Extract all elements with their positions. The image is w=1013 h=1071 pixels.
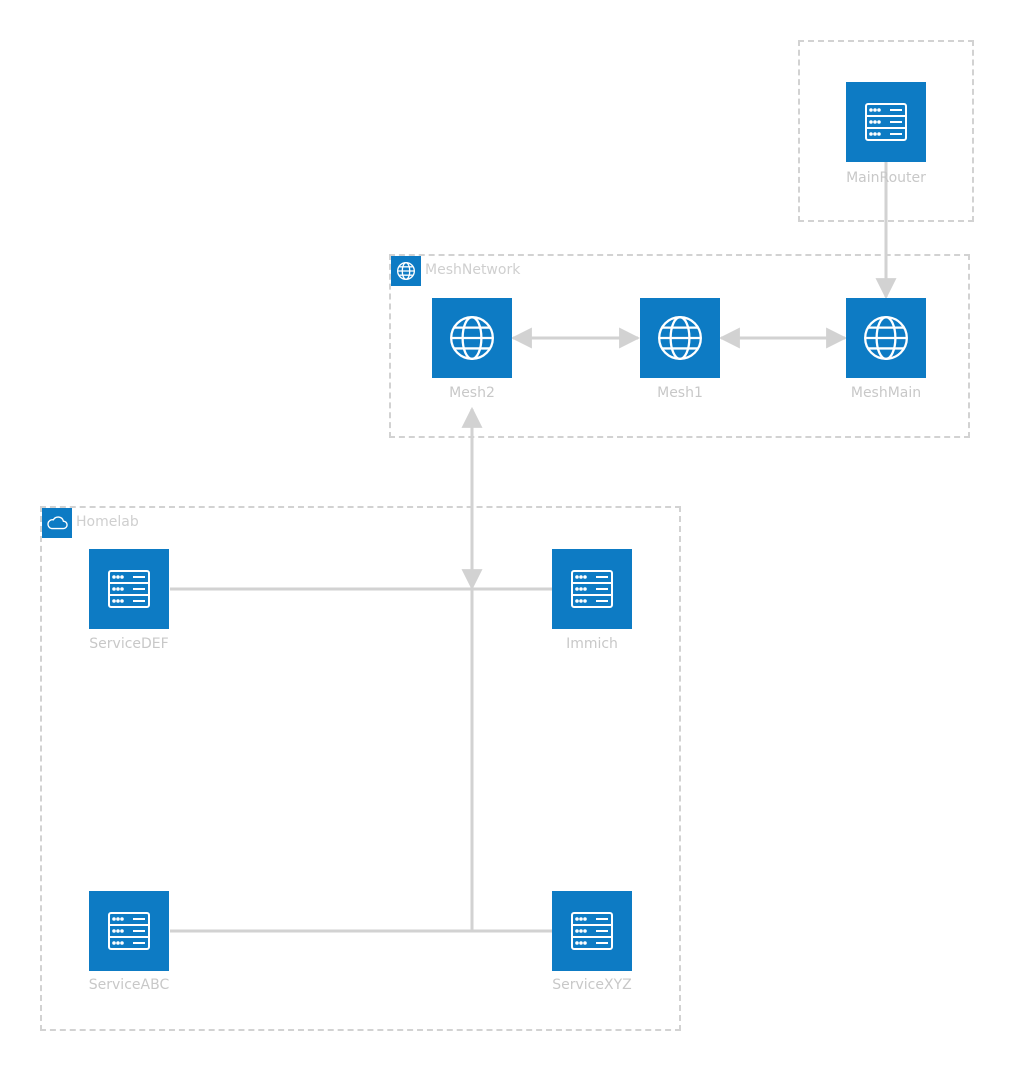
service-abc-label: ServiceABC bbox=[88, 977, 170, 993]
immich-node[interactable] bbox=[552, 549, 632, 629]
globe-icon bbox=[861, 313, 911, 363]
mesh-main-node[interactable] bbox=[846, 298, 926, 378]
server-icon bbox=[568, 565, 616, 613]
globe-icon bbox=[391, 256, 421, 286]
mesh2-node[interactable] bbox=[432, 298, 512, 378]
main-router-label: MainRouter bbox=[846, 170, 926, 186]
service-xyz-label: ServiceXYZ bbox=[552, 977, 632, 993]
globe-icon bbox=[447, 313, 497, 363]
homelab-label: Homelab bbox=[76, 514, 139, 530]
immich-label: Immich bbox=[566, 636, 618, 652]
server-icon bbox=[862, 98, 910, 146]
service-xyz-node[interactable] bbox=[552, 891, 632, 971]
homelab-group: Homelab bbox=[40, 506, 681, 1031]
mesh-main-label: MeshMain bbox=[850, 385, 922, 401]
service-def-label: ServiceDEF bbox=[89, 636, 169, 652]
main-router-group bbox=[798, 40, 974, 222]
server-icon bbox=[105, 565, 153, 613]
mesh2-label: Mesh2 bbox=[449, 385, 495, 401]
service-abc-node[interactable] bbox=[89, 891, 169, 971]
server-icon bbox=[105, 907, 153, 955]
service-def-node[interactable] bbox=[89, 549, 169, 629]
mesh-network-group: MeshNetwork bbox=[389, 254, 970, 438]
main-router-node[interactable] bbox=[846, 82, 926, 162]
server-icon bbox=[568, 907, 616, 955]
mesh1-label: Mesh1 bbox=[657, 385, 703, 401]
mesh-network-label: MeshNetwork bbox=[425, 262, 521, 278]
mesh1-node[interactable] bbox=[640, 298, 720, 378]
globe-icon bbox=[655, 313, 705, 363]
cloud-icon bbox=[42, 508, 72, 538]
